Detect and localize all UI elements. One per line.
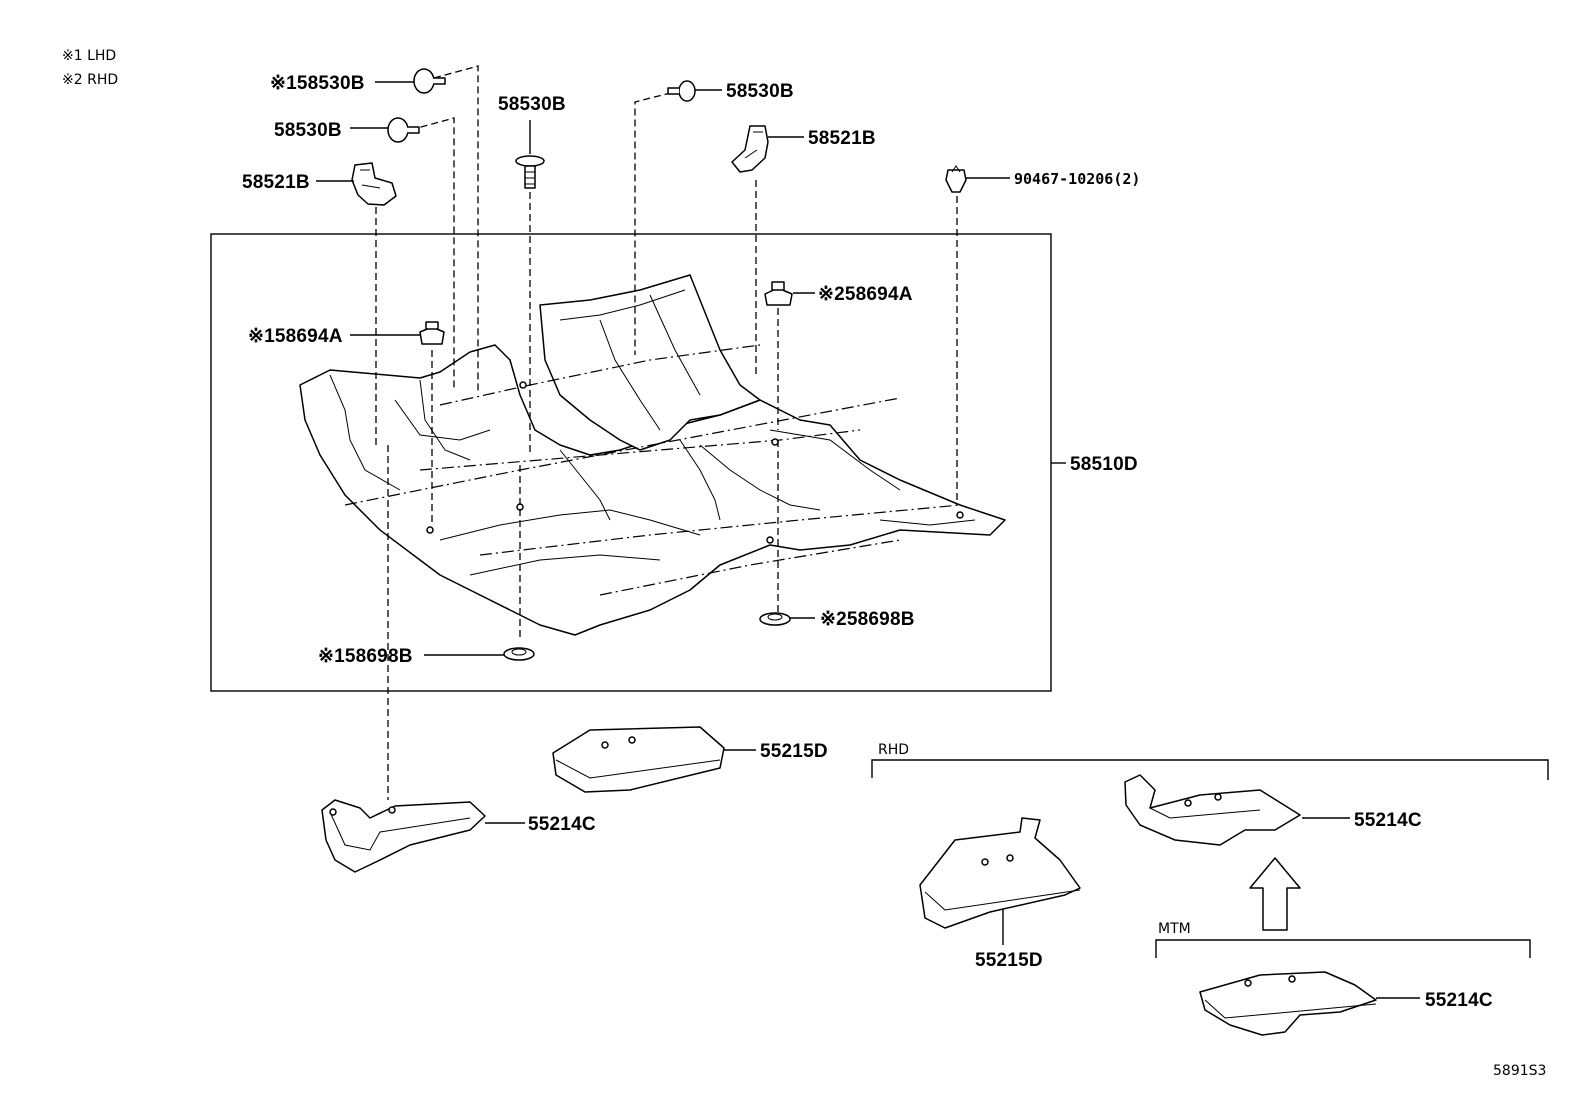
label-58521B-right: 58521B — [808, 128, 876, 149]
guide-line-58530B-top-left — [433, 65, 479, 392]
label-55214C-left: 55214C — [528, 814, 596, 835]
silencer-55214C-left[interactable] — [321, 799, 486, 873]
bracket-58521B-left[interactable] — [351, 162, 397, 206]
clip-58530B-top-left[interactable] — [413, 68, 446, 94]
label-58530B-right: 58530B — [726, 81, 794, 102]
label-58510D: 58510D — [1070, 454, 1138, 475]
label-58530B-center: 58530B — [498, 94, 566, 115]
guide-line-58521B-left — [375, 207, 389, 800]
guide-line-58530B-center — [519, 192, 531, 640]
label-58694A-right: ※258694A — [818, 284, 913, 305]
label-55215D-top: 55215D — [760, 741, 828, 762]
label-58694A-left: ※158694A — [248, 326, 343, 347]
label-58521B-left: 58521B — [242, 172, 310, 193]
guide-line-58530B-left — [409, 117, 455, 390]
clip-58530B-center[interactable] — [515, 155, 545, 189]
label-55214C-mtm: 55214C — [1425, 990, 1493, 1011]
clip-58530B-left[interactable] — [387, 117, 420, 143]
hook-58694A-right[interactable] — [764, 281, 793, 306]
illustration-code: 5891S3 — [1493, 1063, 1546, 1079]
silencer-55214C-mtm[interactable] — [1199, 971, 1377, 1036]
legend-note-lhd: ※1 LHD — [62, 48, 116, 64]
label-90467-10206: 90467-10206(2) — [1014, 170, 1140, 188]
floor-carpet-58510D[interactable] — [299, 274, 1006, 636]
silencer-55214C-rhd[interactable] — [1124, 774, 1301, 846]
legend-note-rhd: ※2 RHD — [62, 72, 118, 88]
clip-90467-10206[interactable] — [945, 165, 967, 193]
label-55215D-rhd: 55215D — [975, 950, 1043, 971]
silencer-55215D-top[interactable] — [552, 726, 725, 793]
label-55214C-rhd: 55214C — [1354, 810, 1422, 831]
rhd-group-bracket — [871, 759, 1549, 780]
label-58698B-right: ※258698B — [820, 609, 915, 630]
bracket-58521B-right[interactable] — [731, 125, 769, 173]
rhd-group-label: RHD — [878, 742, 909, 758]
mtm-group-label: MTM — [1158, 921, 1191, 937]
silencer-55215D-rhd[interactable] — [919, 817, 1081, 929]
grommet-58698B-left[interactable] — [503, 647, 535, 661]
label-58530B-top-left: ※158530B — [270, 73, 365, 94]
up-arrow-icon — [1249, 857, 1301, 931]
clip-58530B-right[interactable] — [667, 80, 696, 102]
guide-line-58530B-right — [634, 89, 683, 355]
grommet-58698B-right[interactable] — [759, 612, 791, 626]
mtm-group-bracket — [1155, 939, 1531, 958]
label-58698B-left: ※158698B — [318, 646, 413, 667]
label-58530B-left: 58530B — [274, 120, 342, 141]
hook-58694A-left[interactable] — [419, 321, 445, 345]
